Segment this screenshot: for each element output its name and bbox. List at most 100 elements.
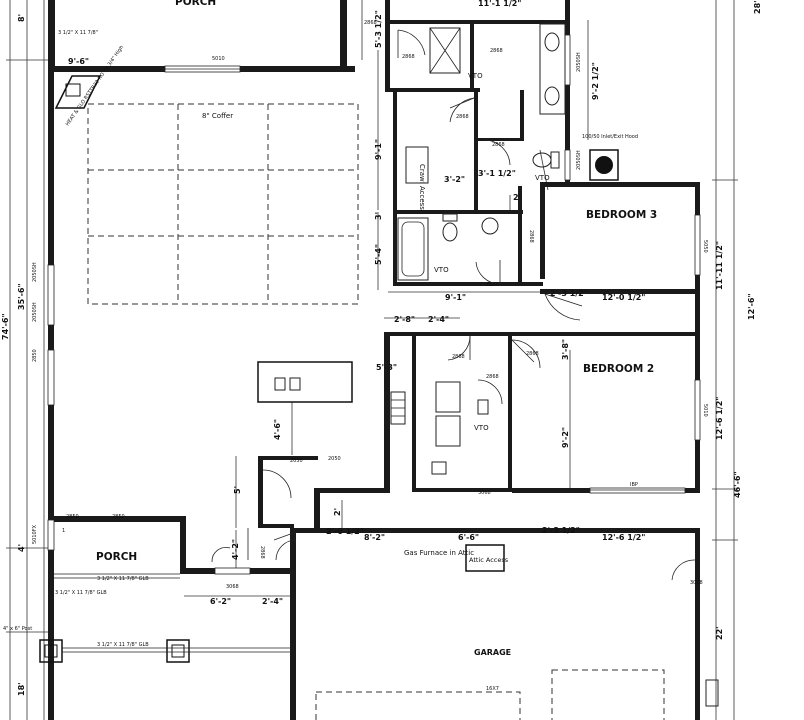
porch-post-icon: [39, 639, 63, 663]
fireplace-icon: [54, 75, 102, 109]
dimension-lines: [6, 0, 738, 720]
glb-note: 3 1/2" X 11 7/8" GLB: [97, 576, 149, 582]
dimension-label: 12'-6": [747, 293, 756, 320]
dimension-labels: 9'-6" 11'-1 1/2" 5'-3 1/2" 9'-2 1/2" 9'-…: [1, 0, 762, 696]
sink-icon: [544, 86, 560, 106]
hvac-note: 100/50 Inlet/Exit Hood: [582, 134, 638, 140]
glb-note: 3 1/2" X 11 7/8" GLB: [55, 590, 107, 596]
gas-furnace-note: Gas Furnace in Attic: [404, 549, 474, 557]
opening-code: 5010: [212, 56, 225, 62]
dimension-label: 2': [513, 193, 521, 202]
dimension-label: 2': [333, 508, 342, 516]
opening-code: 2868: [486, 374, 499, 380]
dimension-label: 2'-3 1/2": [550, 289, 588, 298]
opening-code: 5050: [702, 240, 708, 253]
opening-code: 2050SH: [32, 302, 38, 322]
doors: [211, 29, 696, 581]
dimension-label: 2'-4": [262, 597, 283, 606]
ibp-note: IBP: [630, 482, 638, 488]
dimension-label: 22': [715, 626, 724, 640]
shower-icon: [429, 27, 461, 74]
bathtub-icon: [397, 217, 429, 281]
dimension-label: 11'-11 1/2": [715, 241, 724, 290]
opening-code: 2050SH: [576, 150, 582, 170]
dimension-label: 18': [17, 682, 26, 696]
porch-post-icon: [166, 639, 190, 663]
dimension-label: 12'-0 1/2": [602, 293, 645, 302]
dimension-label: 4'-2": [231, 539, 240, 560]
opening-code: 2050: [290, 458, 303, 464]
coffer-ceiling: [87, 103, 359, 305]
opening-code: 2868: [452, 354, 465, 360]
dimension-label: 6'-6": [458, 533, 479, 542]
opening-codes: 5010 2868 2868 2868 2868 2868 2868 2868 …: [32, 20, 708, 692]
dimension-label: 3'-2": [444, 175, 465, 184]
opening-code: 2868: [456, 114, 469, 120]
dimension-label: 4'-6": [273, 419, 282, 440]
dimension-label: 46'-6": [733, 471, 742, 498]
attic-access-box: [465, 544, 505, 572]
dimension-label: 8'-2": [364, 533, 385, 542]
dimension-label: 2'-0 1/2": [326, 527, 364, 536]
fixtures: [39, 23, 719, 720]
opening-code: 3068: [226, 584, 239, 590]
walls: [48, 0, 700, 720]
room-label-bedroom-3: BEDROOM 3: [586, 209, 657, 221]
glb-note: 3 1/2" X 11 7/8" GLB: [97, 642, 149, 648]
post-note: 4" x 6" Post: [3, 626, 32, 632]
dimension-label: 9'-2": [561, 427, 570, 448]
dryer-icon: [435, 415, 461, 447]
dimension-label: 4': [17, 544, 26, 552]
room-label-garage: GARAGE: [474, 648, 511, 657]
opening-code: 16X7: [486, 686, 499, 692]
dimension-label: 9'-1": [374, 139, 383, 160]
dimension-label: 2'-4": [428, 315, 449, 324]
opening-code: 2850: [66, 514, 79, 520]
opening-code: 2868: [528, 230, 534, 243]
kitchen-island: [257, 361, 353, 403]
sink-icon: [544, 32, 560, 52]
sink-icon: [481, 217, 499, 235]
dimension-label: 9'-6": [68, 57, 89, 66]
dimension-label: 8': [17, 14, 26, 22]
dimension-label: 5'-3 1/2": [374, 10, 383, 48]
opening-code: 2868: [259, 546, 265, 559]
vto-note: VTO: [434, 266, 449, 274]
dimension-label: 9'-1": [445, 293, 466, 302]
dimension-label: 11'-1 1/2": [478, 0, 521, 8]
vto-note: VTO: [474, 424, 489, 432]
opening-code: 2850: [32, 349, 38, 362]
dimension-label: 6'-2": [210, 597, 231, 606]
opening-code: 1: [62, 528, 65, 534]
dimension-label: 5'-3": [376, 363, 397, 372]
opening-code: 2868: [492, 142, 505, 148]
vto-note: VTO: [468, 72, 483, 80]
opening-code: 2868: [490, 48, 503, 54]
dimension-label: 12'-6 1/2": [602, 533, 645, 542]
dimension-label: 2'-8": [394, 315, 415, 324]
opening-code: 2868: [364, 20, 377, 26]
opening-code: 2050: [328, 456, 341, 462]
dimension-label: 3'-8": [561, 339, 570, 360]
dimension-label: 3': [374, 212, 383, 220]
coffer-note: 8" Coffer: [202, 112, 233, 120]
room-label-porch-top: PORCH: [175, 0, 216, 8]
vto-note: VTO: [535, 174, 550, 182]
windows: [47, 34, 701, 575]
dimension-label: 3'-1 1/2": [478, 169, 516, 178]
dimension-label: 5': [233, 486, 242, 494]
attic-access-note: Attic Access: [469, 556, 509, 564]
opening-code: 2050SH: [576, 52, 582, 72]
washer-icon: [435, 381, 461, 413]
toilet-icon: [442, 222, 458, 242]
dimension-label: 9'-2 1/2": [591, 62, 600, 100]
crawl-access-note: Crawl Access: [418, 164, 426, 210]
opening-code: 2868: [526, 351, 539, 357]
opening-code: 2850: [112, 514, 125, 520]
opening-code: 5010: [702, 404, 708, 417]
opening-code: 2868: [402, 54, 415, 60]
opening-code: 3068: [690, 580, 703, 586]
dimension-label: 2'-3 1/2": [542, 526, 580, 535]
opening-code: 3068: [478, 490, 491, 496]
